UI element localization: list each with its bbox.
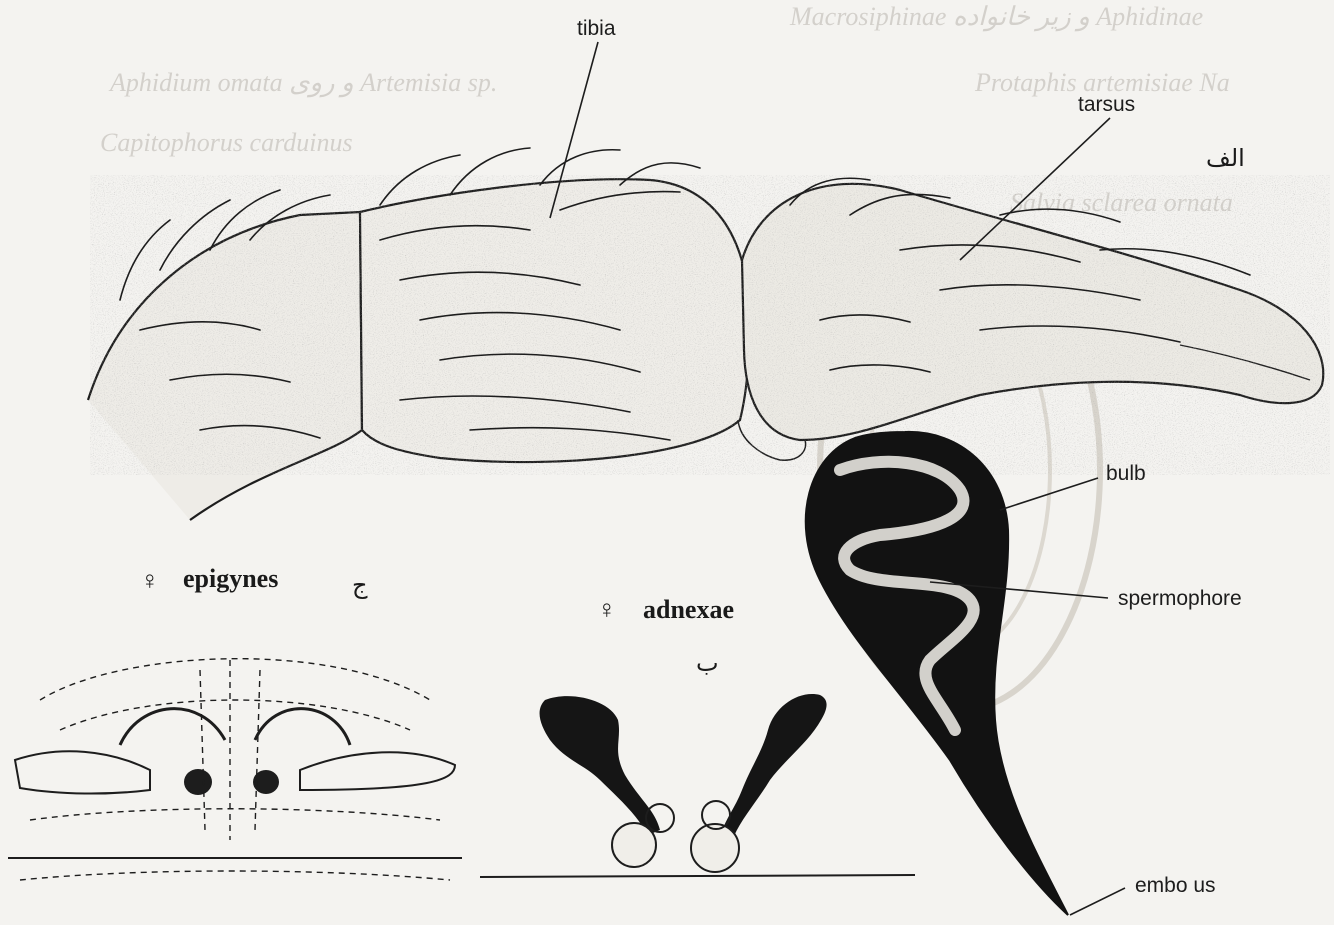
label-bulb: bulb xyxy=(1106,463,1146,484)
stipple-shading xyxy=(90,175,1330,475)
epigynes-female-symbol: ♀ xyxy=(140,568,160,594)
embolus-leader xyxy=(1070,888,1125,915)
panel-b-mark: ب xyxy=(696,651,719,675)
adnexae-drawing xyxy=(480,694,915,877)
label-embolus: embo us xyxy=(1135,875,1216,896)
label-tarsus: tarsus xyxy=(1078,94,1135,115)
adnexae-title: adnexae xyxy=(643,597,734,623)
panel-c-mark: ج xyxy=(352,573,368,597)
bulb-shape xyxy=(806,432,1068,915)
adnexae-female-symbol: ♀ xyxy=(597,597,617,623)
panel-a-mark: الف xyxy=(1206,146,1245,170)
epigynes-title: epigynes xyxy=(183,566,278,592)
label-tibia: tibia xyxy=(577,18,616,39)
epigyne-drawing xyxy=(8,659,462,880)
label-spermophore: spermophore xyxy=(1118,588,1242,609)
